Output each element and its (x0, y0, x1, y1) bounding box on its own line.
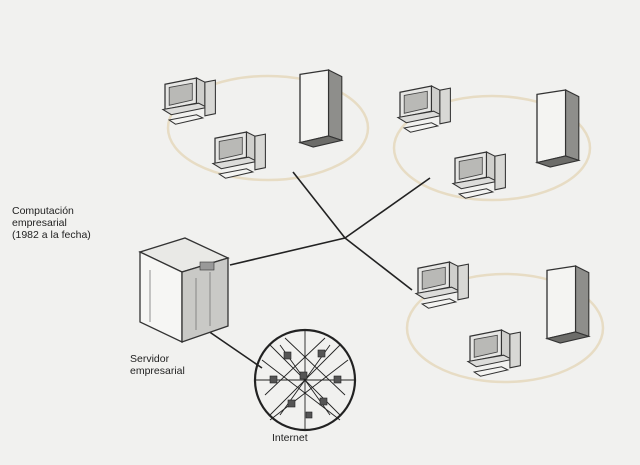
link-cluster-3 (344, 237, 413, 291)
cluster-1 (162, 69, 343, 179)
caption-line-3: (1982 a la fecha) (12, 229, 91, 241)
cluster-3 (415, 261, 590, 377)
caption-line-2: empresarial (12, 217, 67, 229)
ring-3 (405, 272, 605, 384)
tower-server-icon (546, 265, 590, 344)
desktop-computer-icon (397, 85, 452, 133)
server-label-line-1: Servidor (130, 353, 170, 365)
era-caption: Computación empresarial (1982 a la fecha… (12, 205, 132, 241)
desktop-computer-icon (212, 131, 267, 179)
desktop-computer-icon (452, 151, 507, 199)
server-label: Servidor empresarial (130, 353, 220, 377)
link-server (229, 237, 346, 266)
tower-server-icon (536, 89, 580, 168)
network-rings (166, 74, 605, 384)
desktop-computer-icon (467, 329, 522, 377)
desktop-computer-icon (415, 261, 470, 309)
internet-globe-icon (253, 328, 357, 432)
connections (194, 171, 431, 369)
internet-label: Internet (272, 432, 308, 444)
link-cluster-2 (344, 177, 431, 239)
tower-server-icon (299, 69, 343, 148)
caption-line-1: Computación (12, 205, 74, 217)
ring-1 (166, 74, 370, 182)
ring-2 (392, 94, 592, 202)
enterprise-server-icon (138, 237, 230, 344)
server-label-line-2: empresarial (130, 365, 185, 377)
link-cluster-1 (292, 171, 346, 239)
